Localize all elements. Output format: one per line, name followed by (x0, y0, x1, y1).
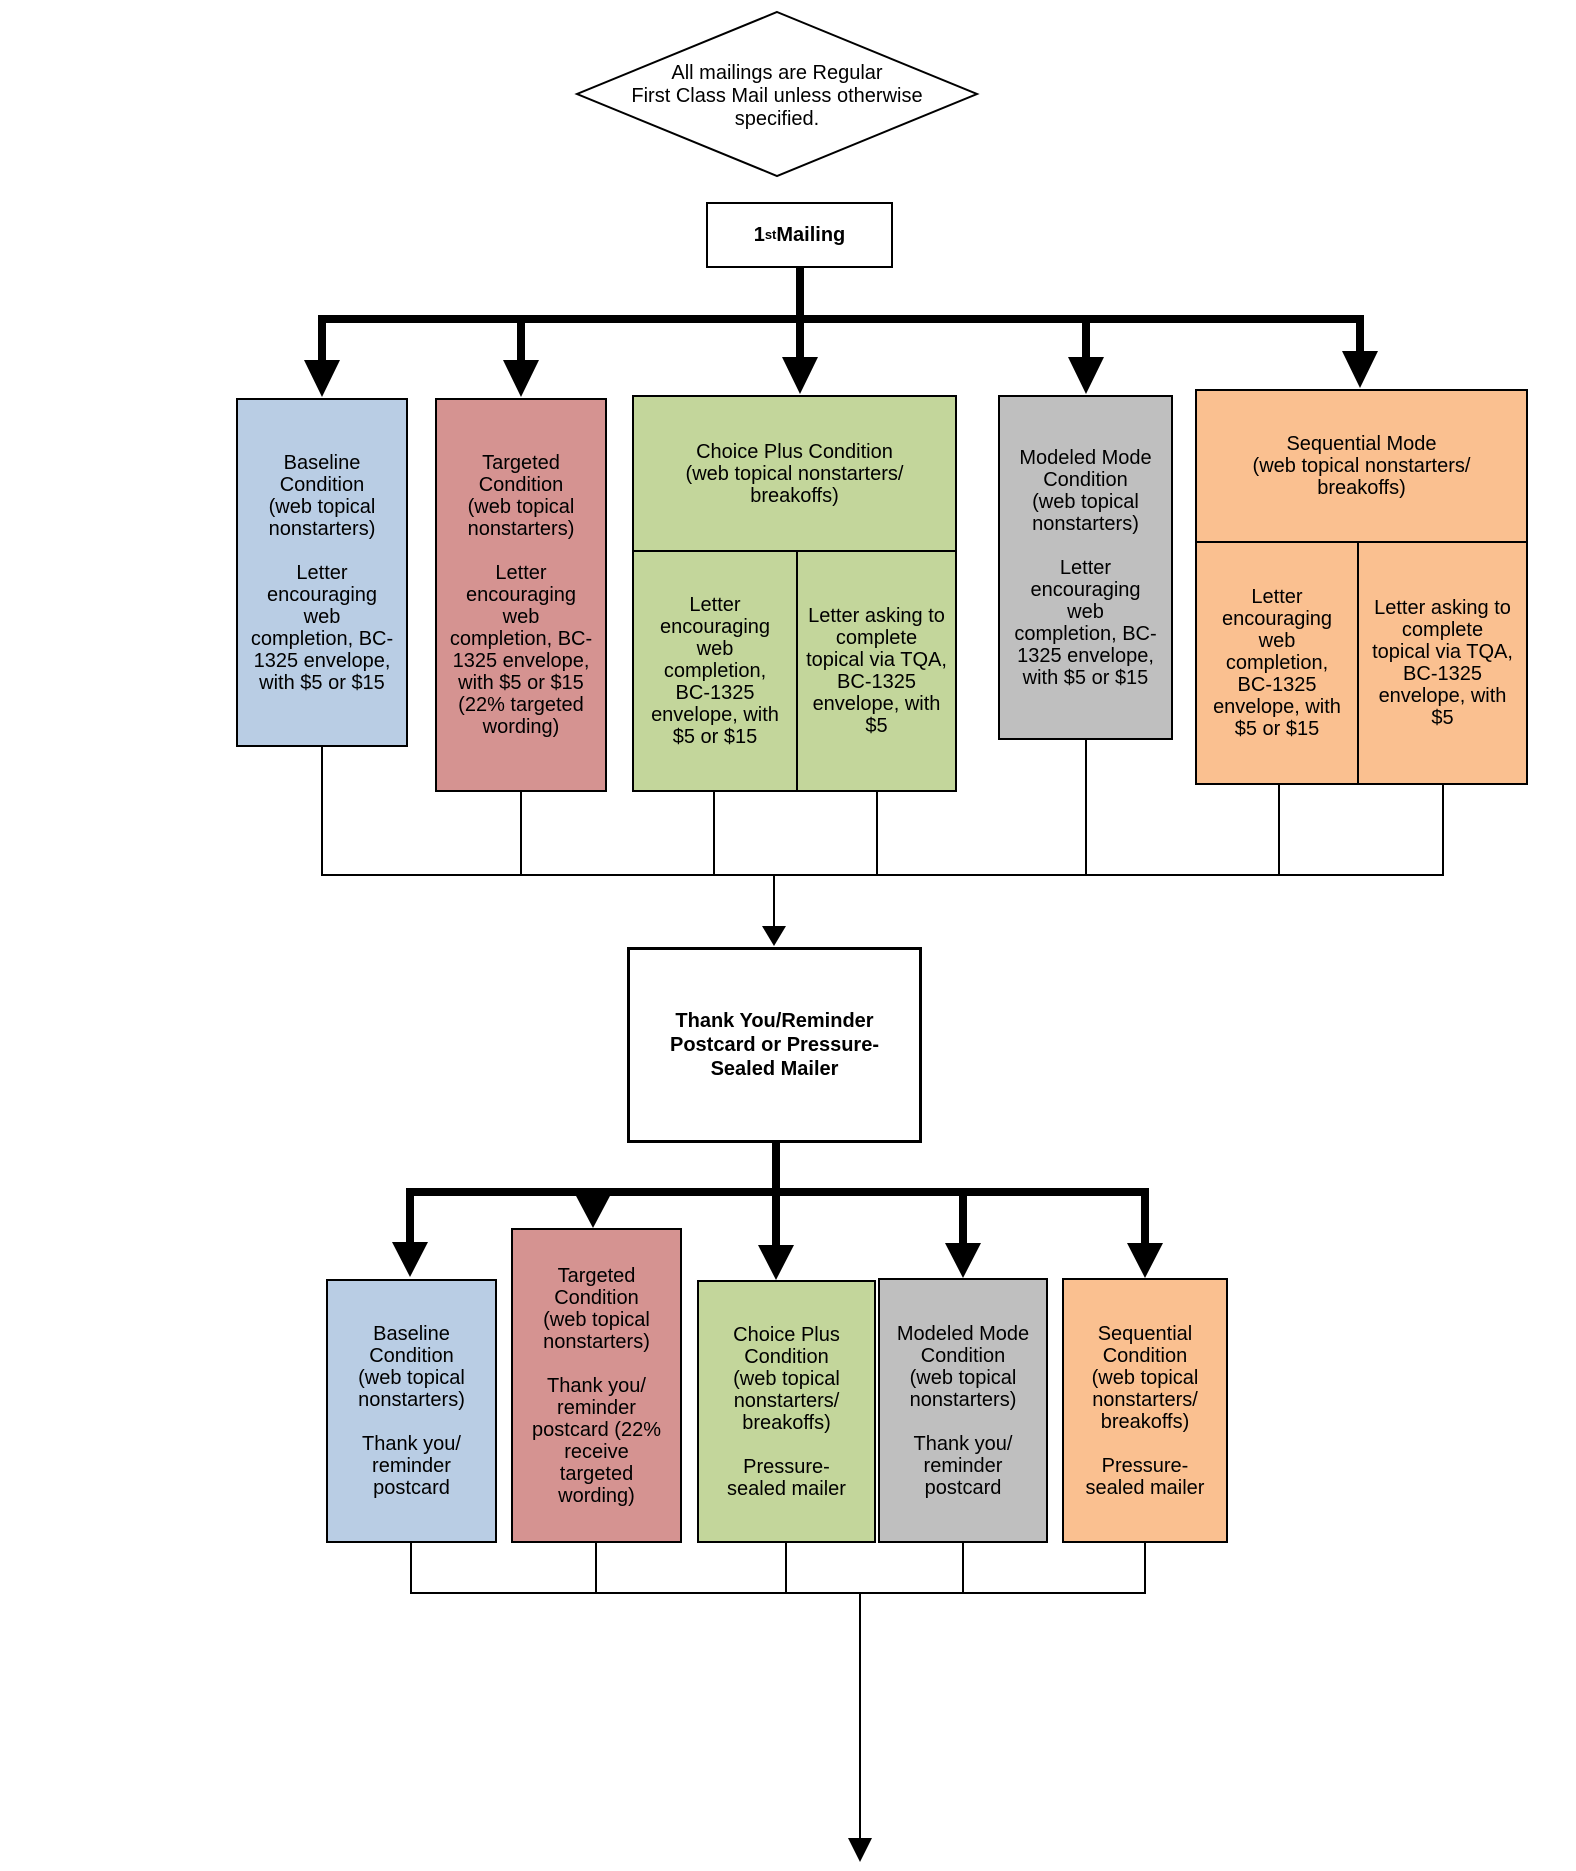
node-m1-choice-plus-left-cell: Letter encouraging web completion, BC-13… (651, 594, 779, 748)
node-m1-choice-plus-header: Choice Plus Condition (web topical nonst… (634, 397, 955, 552)
node-m1-sequential: Sequential Mode (web topical nonstarters… (1195, 389, 1528, 785)
node-m1-choice-plus-cells: Letter encouraging web completion, BC-13… (634, 552, 955, 790)
node-m1-sequential-left-cell: Letter encouraging web completion, BC-13… (1213, 586, 1341, 740)
node-m1-choice-plus-right-cell: Letter asking to complete topical via TQ… (796, 552, 955, 790)
first-mailing-number: 1 (753, 223, 765, 246)
node-m2-modeled: Modeled Mode Condition (web topical nons… (878, 1278, 1048, 1543)
note-diamond-shape (574, 10, 980, 178)
arrowhead-branch1-targeted (503, 360, 539, 397)
node-m2-targeted: Targeted Condition (web topical nonstart… (511, 1228, 682, 1543)
arrowhead-branch2-choice (758, 1245, 794, 1280)
node-m1-choice-plus: Choice Plus Condition (web topical nonst… (632, 395, 957, 792)
arrowhead-branch1-modeled (1068, 357, 1104, 394)
arrowhead-branch2-modeled (945, 1243, 981, 1278)
node-m1-modeled: Modeled Mode Condition (web topical nons… (998, 395, 1173, 740)
node-m2-sequential: Sequential Condition (web topical nonsta… (1062, 1278, 1228, 1543)
node-m1-baseline: Baseline Condition (web topical nonstart… (236, 398, 408, 747)
node-m1-sequential-cells: Letter encouraging web completion, BC-13… (1197, 543, 1526, 783)
arrowhead-branch2-sequential (1127, 1243, 1163, 1278)
arrowhead-branch1-sequential (1342, 351, 1378, 388)
arrowhead-branch2-targeted (575, 1194, 611, 1228)
reminder-box: Thank You/Reminder Postcard or Pressure-… (627, 947, 922, 1143)
arrowhead-reminder (762, 926, 786, 946)
node-m1-sequential-header: Sequential Mode (web topical nonstarters… (1197, 391, 1526, 543)
arrowhead-branch1-choice (782, 357, 818, 394)
arrowhead-final (848, 1838, 872, 1862)
first-mailing-label: Mailing (776, 223, 846, 246)
node-m1-sequential-right-cell: Letter asking to complete topical via TQ… (1357, 543, 1526, 783)
arrowhead-branch2-baseline (392, 1242, 428, 1277)
node-m1-targeted: Targeted Condition (web topical nonstart… (435, 398, 607, 792)
node-m2-choice-plus: Choice Plus Condition (web topical nonst… (697, 1280, 876, 1543)
note-diamond-text: All mailings are Regular First Class Mai… (631, 61, 923, 130)
node-m2-baseline: Baseline Condition (web topical nonstart… (326, 1279, 497, 1543)
arrowhead-branch1-baseline (304, 360, 340, 397)
